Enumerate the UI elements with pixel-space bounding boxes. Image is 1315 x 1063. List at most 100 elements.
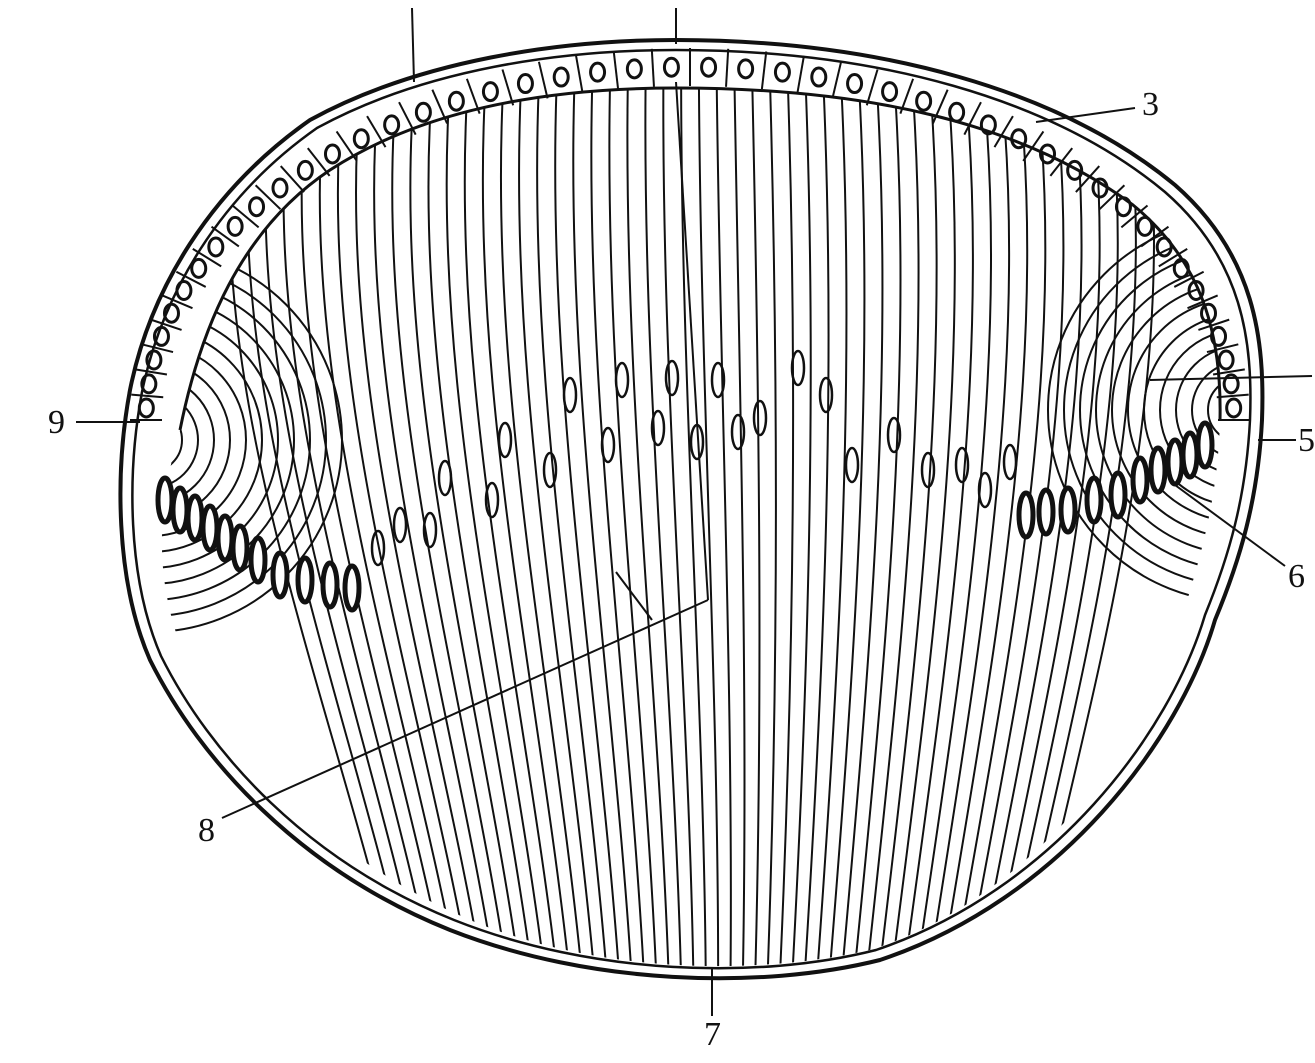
leader-line-top-left: [412, 8, 414, 82]
cell-nucleus: [209, 238, 223, 256]
cell-wall: [539, 62, 548, 99]
equator-arc-left: [150, 424, 166, 456]
cell-wall: [1217, 395, 1249, 398]
cell-wall: [867, 69, 878, 105]
cell-nucleus: [591, 63, 605, 81]
fiber-nucleus: [564, 378, 576, 412]
fiber-nucleus: [666, 361, 678, 395]
fiber-line: [815, 60, 846, 1000]
fiber-nucleus: [1198, 423, 1212, 467]
fiber-nucleus: [1133, 458, 1147, 502]
fiber-nucleus: [820, 378, 832, 412]
fiber-nucleus: [732, 415, 744, 449]
cell-wall: [502, 69, 513, 105]
equator-arc-left: [150, 392, 198, 488]
fiber-nucleus: [323, 563, 337, 607]
cell-wall: [994, 116, 1012, 147]
fiber-nucleus: [1151, 448, 1165, 492]
cell-nucleus: [416, 103, 430, 121]
lens-fibers: [150, 60, 1240, 1000]
cell-wall: [131, 395, 163, 398]
cell-nucleus: [325, 145, 339, 163]
cell-nucleus: [627, 60, 641, 78]
cell-nucleus: [554, 68, 568, 86]
fiber-nucleus: [1039, 490, 1053, 534]
cell-nucleus: [298, 161, 312, 179]
cell-wall: [964, 102, 981, 134]
fiber-nucleus: [1019, 493, 1033, 537]
label-6: 6: [1288, 560, 1305, 594]
cell-nucleus: [354, 130, 368, 148]
fiber-nucleus: [188, 496, 202, 540]
cell-wall: [367, 116, 385, 147]
equator-arc-left: [150, 408, 182, 472]
cell-nucleus: [812, 68, 826, 86]
fiber-nucleus: [298, 558, 312, 602]
cell-nucleus: [449, 92, 463, 110]
cell-nucleus: [1138, 217, 1152, 235]
fiber-nucleus: [439, 461, 451, 495]
fiber-line: [681, 60, 706, 1000]
label-3: 3: [1142, 88, 1159, 122]
cell-wall: [797, 56, 804, 93]
fiber-nucleus: [544, 453, 556, 487]
cell-wall: [576, 56, 583, 93]
fiber-line: [609, 60, 657, 1000]
fiber-nucleus: [158, 478, 172, 522]
cell-nucleus: [483, 83, 497, 101]
cell-nucleus: [250, 198, 264, 216]
fiber-nucleus: [273, 553, 287, 597]
fiber-nucleus: [956, 448, 968, 482]
fiber-nucleus: [251, 538, 265, 582]
cell-nucleus: [518, 75, 532, 93]
fiber-line: [555, 60, 621, 1000]
fiber-line: [734, 60, 744, 1000]
fiber-nucleus: [218, 516, 232, 560]
fiber-line: [767, 60, 776, 1000]
fiber-line: [913, 60, 991, 1000]
fiber-nucleus: [602, 428, 614, 462]
fiber-nucleus: [499, 423, 511, 457]
cell-wall: [652, 49, 654, 87]
cell-nucleus: [139, 399, 153, 417]
fiber-nucleus: [616, 363, 628, 397]
cell-nucleus: [177, 282, 191, 300]
label-8: 8: [198, 814, 215, 848]
cell-nucleus: [917, 92, 931, 110]
fiber-line: [716, 60, 730, 1000]
leader-line-5-upper: [1150, 376, 1312, 380]
fiber-line: [925, 60, 1009, 1000]
cell-nucleus: [1227, 399, 1241, 417]
cell-nucleus: [739, 60, 753, 78]
fiber-line: [663, 60, 693, 1000]
fiber-nucleus: [1004, 445, 1016, 479]
cell-nucleus: [385, 116, 399, 134]
fiber-nucleus: [1183, 433, 1197, 477]
cell-nucleus: [1219, 351, 1233, 369]
cell-wall: [193, 249, 221, 266]
fiber-line: [752, 60, 760, 1000]
cell-nucleus: [1116, 198, 1130, 216]
fiber-line: [284, 60, 439, 1000]
fiber-nucleus: [173, 488, 187, 532]
cell-nucleus: [775, 63, 789, 81]
fiber-line: [791, 60, 811, 1000]
fiber-nucleus: [233, 526, 247, 570]
fiber-nucleus: [345, 566, 359, 610]
fiber-line: [591, 60, 645, 1000]
leader-line-6: [1175, 485, 1285, 566]
fiber-line: [888, 60, 955, 1000]
cell-nucleus: [950, 103, 964, 121]
fiber-nucleus: [1061, 488, 1075, 532]
fiber-line: [864, 60, 919, 1000]
fiber-line: [465, 60, 560, 1000]
cell-wall: [726, 49, 728, 87]
cell-nucleus: [228, 217, 242, 235]
cell-wall: [832, 62, 841, 99]
fiber-nucleus: [1168, 440, 1182, 484]
label-5: 5: [1298, 424, 1315, 458]
fiber-nucleus: [754, 401, 766, 435]
cell-nucleus: [664, 58, 678, 76]
cell-nucleus: [192, 259, 206, 277]
